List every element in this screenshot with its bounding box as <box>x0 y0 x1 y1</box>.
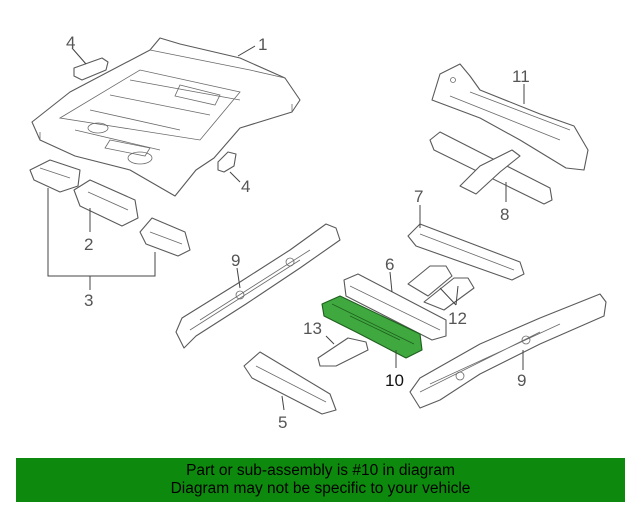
brackets-part-12 <box>407 265 475 311</box>
callout-8: 8 <box>500 205 509 224</box>
callout-11: 11 <box>512 67 530 86</box>
info-banner: Part or sub-assembly is #10 in diagram D… <box>16 458 625 502</box>
crossmember-part-5 <box>243 351 337 415</box>
callout-13: 13 <box>303 319 322 338</box>
crossmember-part-8 <box>429 131 553 205</box>
callout-2: 2 <box>84 235 93 254</box>
floor-pan-part-1 <box>31 37 301 197</box>
banner-line-1: Part or sub-assembly is #10 in diagram <box>186 462 455 479</box>
callout-4-lower: 4 <box>241 177 250 196</box>
callout-5: 5 <box>278 413 287 432</box>
leader-lines <box>47 45 525 411</box>
crossmember-part-6 <box>343 273 447 341</box>
callout-6: 6 <box>385 255 394 274</box>
parts-diagram: 1 4 4 2 3 9 6 7 8 11 12 13 10 9 5 <box>29 33 607 432</box>
callout-3: 3 <box>84 291 93 310</box>
crossmember-parts-2-3 <box>29 159 191 257</box>
side-rail-part-9-left <box>175 223 341 349</box>
bracket-part-13 <box>317 337 369 367</box>
callout-9-left: 9 <box>231 251 240 270</box>
rear-panel-part-11 <box>431 63 589 171</box>
banner-line-2: Diagram may not be specific to your vehi… <box>170 480 471 497</box>
callout-10: 10 <box>385 371 404 390</box>
callout-7: 7 <box>414 187 423 206</box>
crossmember-part-10-highlighted <box>321 295 423 359</box>
callout-4-upper: 4 <box>66 33 75 52</box>
bracket-part-4-lower <box>217 151 237 173</box>
bracket-part-4-upper <box>73 57 109 81</box>
callout-12: 12 <box>448 309 467 328</box>
side-rail-part-9-right <box>409 293 607 409</box>
callout-9-right: 9 <box>517 371 526 390</box>
callout-1: 1 <box>258 35 267 54</box>
